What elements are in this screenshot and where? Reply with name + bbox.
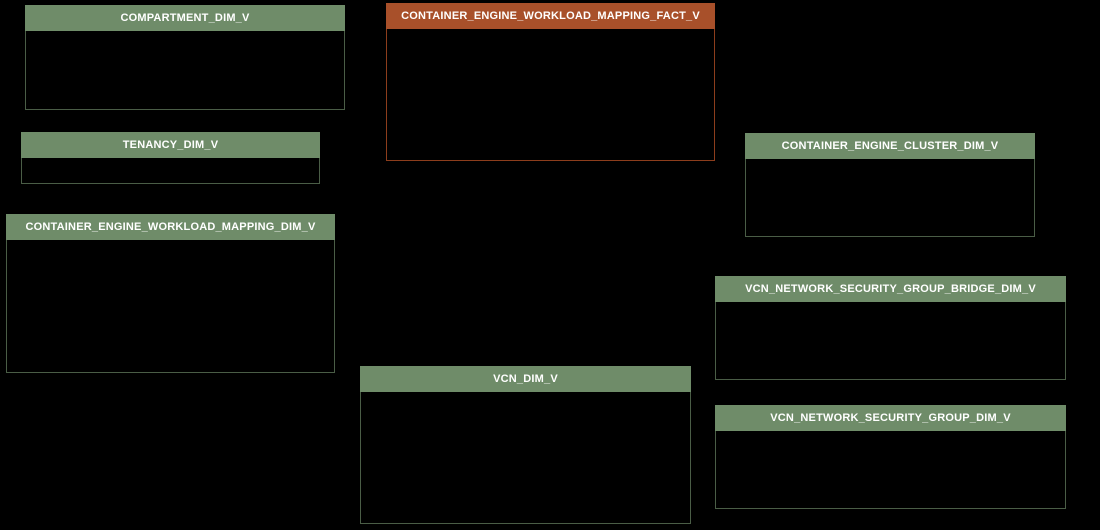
entity-table[interactable]: CONTAINER_ENGINE_WORKLOAD_MAPPING_FACT_V <box>386 3 715 161</box>
entity-columns-area <box>6 240 335 373</box>
entity-columns-area <box>25 31 345 110</box>
entity-columns-area <box>745 159 1035 237</box>
entity-columns-area <box>386 29 715 161</box>
entity-table[interactable]: VCN_NETWORK_SECURITY_GROUP_BRIDGE_DIM_V <box>715 276 1066 380</box>
entity-table[interactable]: VCN_NETWORK_SECURITY_GROUP_DIM_V <box>715 405 1066 509</box>
entity-title: TENANCY_DIM_V <box>21 132 320 158</box>
entity-title: CONTAINER_ENGINE_WORKLOAD_MAPPING_FACT_V <box>386 3 715 29</box>
entity-columns-area <box>360 392 691 524</box>
entity-title: VCN_NETWORK_SECURITY_GROUP_BRIDGE_DIM_V <box>715 276 1066 302</box>
entity-table[interactable]: CONTAINER_ENGINE_CLUSTER_DIM_V <box>745 133 1035 237</box>
entity-table[interactable]: CONTAINER_ENGINE_WORKLOAD_MAPPING_DIM_V <box>6 214 335 373</box>
entity-title: COMPARTMENT_DIM_V <box>25 5 345 31</box>
entity-title: CONTAINER_ENGINE_CLUSTER_DIM_V <box>745 133 1035 159</box>
entity-columns-area <box>715 302 1066 380</box>
entity-columns-area <box>21 158 320 184</box>
entity-title: CONTAINER_ENGINE_WORKLOAD_MAPPING_DIM_V <box>6 214 335 240</box>
entity-title: VCN_NETWORK_SECURITY_GROUP_DIM_V <box>715 405 1066 431</box>
entity-table[interactable]: COMPARTMENT_DIM_V <box>25 5 345 110</box>
entity-table[interactable]: TENANCY_DIM_V <box>21 132 320 184</box>
entity-columns-area <box>715 431 1066 509</box>
entity-title: VCN_DIM_V <box>360 366 691 392</box>
entity-table[interactable]: VCN_DIM_V <box>360 366 691 524</box>
